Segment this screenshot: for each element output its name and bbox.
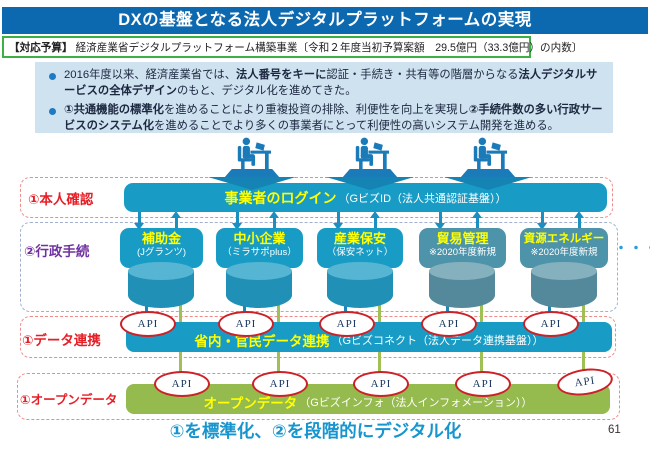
bullet-dot-icon	[49, 108, 56, 116]
summary-bullet-1-text: 2016年度以来、経済産業省では、法人番号をキーに認証・手続き・共有等の階層から…	[64, 69, 598, 97]
procedure-row-frame	[20, 222, 618, 312]
database-icon	[429, 262, 495, 308]
open-data-row-frame	[17, 373, 620, 420]
service-subtitle: (Jグランツ)	[136, 246, 187, 258]
service-title: 中小企業	[233, 231, 286, 246]
api-badge: API	[455, 371, 511, 397]
arrow-down-icon	[232, 211, 242, 230]
page-title: DXの基盤となる法人デジタルプラットフォームの実現	[2, 7, 648, 34]
pedestal-shape	[460, 169, 516, 178]
arrow-up-icon	[171, 211, 181, 230]
service-title: 産業保安	[333, 231, 386, 246]
service-subtitle: （ミラサポplus）	[222, 246, 297, 258]
data-link-row-frame	[20, 316, 616, 358]
data-link-bar-subtitle: （Gビズコネクト（法人データ連携基盤））	[331, 335, 544, 347]
database-icon	[226, 262, 292, 308]
arrow-down-icon	[134, 211, 144, 230]
service-box-industrial-safety: 産業保安 （保安ネット）	[317, 228, 403, 268]
service-title: 資源エネルギー	[523, 233, 605, 245]
arrow-down-icon	[435, 211, 445, 230]
more-services-ellipsis: ・・・	[614, 240, 650, 256]
data-link-bar-title: 省内・官民データ連携	[194, 334, 330, 349]
arrow-down-icon	[537, 211, 547, 230]
pedestal-shape	[224, 169, 280, 178]
service-box-sme: 中小企業 （ミラサポplus）	[216, 228, 303, 268]
arrow-up-icon	[370, 211, 380, 230]
api-badge: API	[154, 371, 210, 397]
arrow-up-icon	[574, 211, 584, 230]
pedestal-shape	[342, 169, 398, 178]
service-title: 貿易管理	[436, 231, 489, 246]
budget-note: 【対応予算】 経済産業省デジタルプラットフォーム構築事業〔令和２年度当初予算案額…	[2, 36, 582, 58]
api-badge: API	[120, 311, 176, 337]
arrow-up-icon	[472, 211, 482, 230]
api-badge: API	[421, 311, 477, 337]
service-box-trade-control: 貿易管理 ※2020年度新規	[419, 228, 506, 268]
summary-bullet-1: 2016年度以来、経済産業省では、法人番号をキーに認証・手続き・共有等の階層から…	[47, 68, 605, 99]
api-badge: API	[218, 311, 274, 337]
page-number: 61	[608, 424, 621, 436]
api-badge: API	[353, 371, 409, 397]
service-subtitle: ※2020年度新規	[530, 246, 598, 258]
service-box-subsidy: 補助金 (Jグランツ)	[120, 228, 203, 268]
data-link-bar: 省内・官民データ連携 （Gビズコネクト（法人データ連携基盤））	[126, 322, 612, 352]
api-badge: API	[252, 371, 308, 397]
open-data-bar-title: オープンデータ	[203, 396, 298, 411]
budget-tag: 【対応予算】	[9, 41, 73, 54]
summary-panel: 2016年度以来、経済産業省では、法人番号をキーに認証・手続き・共有等の階層から…	[35, 62, 613, 133]
open-data-row-label: ①オープンデータ	[20, 393, 118, 407]
api-badge: API	[319, 311, 375, 337]
login-bar-subtitle: （GビズID（法人共通認証基盤））	[338, 192, 507, 205]
person-at-desk-icon	[237, 137, 272, 170]
person-at-desk-icon	[355, 137, 390, 170]
service-title: 補助金	[141, 231, 181, 246]
arrow-up-icon	[269, 211, 279, 230]
data-link-row-label: ①データ連携	[22, 333, 101, 348]
person-at-desk-icon	[473, 137, 508, 170]
bullet-dot-icon	[49, 73, 56, 80]
identity-row-frame	[20, 177, 613, 218]
footer-message: ①を標準化、②を段階的にデジタル化	[169, 421, 462, 441]
summary-bullet-2: ①共通機能の標準化を進めることにより重複投資の排除、利便性を向上を実現し②手続件…	[47, 103, 605, 134]
procedure-row-label: ②行政手続	[24, 244, 90, 259]
identity-row-label: ①本人確認	[28, 192, 94, 207]
database-icon	[128, 262, 194, 308]
open-data-bar-subtitle: （Gビズインフォ（法人インフォメーション））	[299, 397, 533, 409]
api-badge: API	[523, 311, 579, 337]
summary-bullet-2-text: ①共通機能の標準化を進めることにより重複投資の排除、利便性を向上を実現し②手続件…	[64, 104, 603, 132]
service-subtitle: ※2020年度新規	[428, 246, 497, 258]
database-icon	[327, 262, 393, 308]
service-box-energy: 資源エネルギー ※2020年度新規	[520, 228, 608, 268]
database-icon	[531, 262, 597, 308]
login-bar-title: 事業者のログイン	[224, 189, 337, 206]
arrow-down-icon	[333, 211, 343, 230]
service-subtitle: （保安ネット）	[326, 246, 394, 258]
budget-text: 経済産業省デジタルプラットフォーム構築事業〔令和２年度当初予算案額 29.5億円…	[75, 41, 583, 54]
